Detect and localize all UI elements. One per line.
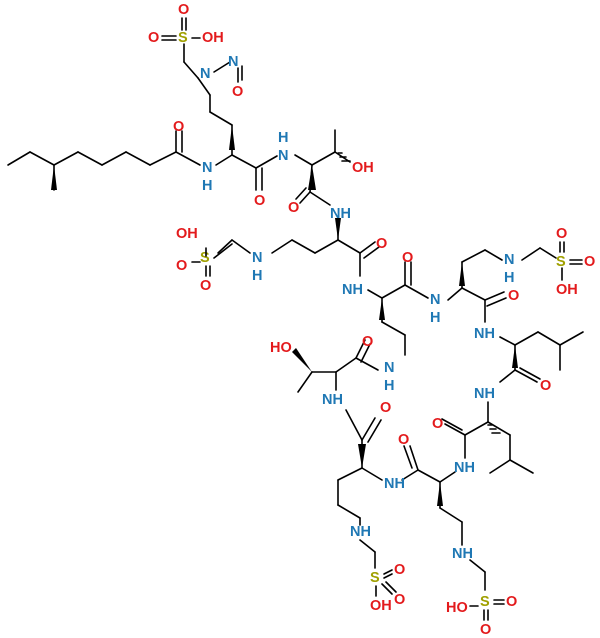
atom-o: O (148, 30, 159, 46)
atom-nh: NH (322, 392, 343, 408)
atom-n: N (384, 360, 394, 376)
atom-o: O (232, 84, 243, 100)
atom-o: O (402, 250, 413, 266)
atom-nh: NH (384, 476, 405, 492)
atom-oh: OH (370, 598, 392, 614)
atom-oh: OH (352, 160, 374, 176)
atom-h: H (202, 178, 212, 194)
atom-nh: NH (330, 206, 351, 222)
atom-oh: OH (176, 226, 198, 242)
atom-nh: NH (454, 460, 475, 476)
atom-ho: HO (446, 600, 468, 616)
atom-o: O (506, 594, 517, 610)
atom-h: H (384, 378, 394, 394)
atom-o: O (200, 278, 211, 294)
atom-s-top: S (178, 30, 188, 46)
atom-s-right: S (556, 254, 566, 270)
atom-labels: S O O OH N N O O N H O N H OH O NH S OH … (148, 2, 595, 638)
atom-o: O (508, 288, 519, 304)
atom-nh: NH (452, 546, 473, 562)
atom-o: O (584, 254, 595, 270)
atom-nh: NH (474, 386, 495, 402)
atom-o: O (556, 226, 567, 242)
atom-n: N (252, 250, 262, 266)
atom-n: N (278, 148, 288, 164)
atom-ho: HO (270, 340, 292, 356)
atom-n: N (228, 54, 238, 70)
atom-o: O (394, 562, 405, 578)
atom-h: H (504, 270, 514, 286)
atom-n: N (504, 252, 514, 268)
atom-o: O (380, 400, 391, 416)
atom-n: N (430, 292, 440, 308)
atom-nh: NH (350, 524, 371, 540)
atom-h: H (252, 268, 262, 284)
atom-o: O (173, 119, 184, 135)
atom-nh: NH (474, 326, 495, 342)
atom-s-bl: S (370, 570, 380, 586)
atom-h: H (430, 310, 440, 326)
atom-o: O (540, 378, 551, 394)
bond-skeleton (7, 43, 584, 591)
atom-o: O (394, 592, 405, 608)
atom-o: O (432, 416, 443, 432)
atom-s-left: S (200, 250, 210, 266)
sulfonate-bonds (161, 17, 583, 621)
atom-o: O (288, 200, 299, 216)
atom-h: H (278, 130, 288, 146)
atom-n: N (200, 66, 210, 82)
atom-o: O (176, 258, 187, 274)
atom-o: O (254, 193, 265, 209)
atom-oh: OH (556, 282, 578, 298)
atom-s-br: S (480, 594, 490, 610)
atom-nh: NH (342, 282, 363, 298)
atom-o: O (376, 236, 387, 252)
atom-oh: OH (202, 30, 224, 46)
atom-n: N (202, 160, 212, 176)
stereo-bonds (51, 125, 518, 506)
atom-o: O (178, 2, 189, 18)
atom-o: O (480, 622, 491, 638)
atom-o: O (398, 432, 409, 448)
atom-o: O (362, 334, 373, 350)
